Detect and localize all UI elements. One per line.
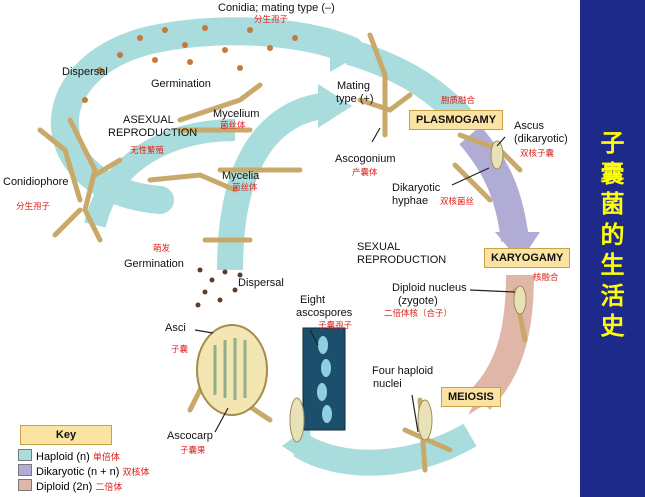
asexual-label-2: REPRODUCTION <box>108 127 198 139</box>
meiosis-box: MEIOSIS <box>441 387 501 407</box>
asexual-label-1: ASEXUAL <box>123 114 174 126</box>
mating-type-label-1: Mating <box>337 80 371 92</box>
mycelium-cn-label: 菌丝体 <box>220 121 246 131</box>
diploid-swatch <box>18 479 32 491</box>
asexual-loop-arrow <box>51 17 364 214</box>
ascus-label-2: (dikaryotic) <box>514 133 568 145</box>
asci-cn-label: 子囊 <box>171 345 189 355</box>
diploid-nucleus-label-2: (zygote) <box>398 295 438 307</box>
micrograph-spores <box>317 336 332 423</box>
conidia-label: Conidia; mating type (–) <box>218 2 335 14</box>
diploid-nucleus-cn-label: 二倍体核（合子） <box>384 309 453 319</box>
ascus-eight-spores <box>289 397 305 443</box>
side-title: 子 囊 菌 的 生 活 史 <box>600 128 625 340</box>
ascogonium-label: Ascogonium <box>335 153 396 165</box>
four-haploid-label-2: nuclei <box>373 378 402 390</box>
sexual-label-2: REPRODUCTION <box>357 254 447 266</box>
karyogamy-cn-label: 核融合 <box>533 273 559 283</box>
mycelia-label: Mycelia <box>222 170 260 182</box>
diploid-nucleus-label-1: Diploid nucleus <box>392 282 467 294</box>
ascus-four-nuclei <box>417 399 433 441</box>
four-haploid-label-1: Four haploid <box>372 365 434 377</box>
ascocarp-cn-label: 子囊果 <box>180 446 206 456</box>
mating-type-label-2: type (+) <box>336 93 374 105</box>
plasmogamy-cn-label: 胞质融合 <box>441 96 476 106</box>
eight-ascospores-label-1: Eight <box>300 294 326 306</box>
ascus-cn-label: 双核子囊 <box>520 149 555 159</box>
key-legend: Key Haploid (n) 单倍体 Dikaryotic (n + n) 双… <box>12 425 208 495</box>
mycelia-cn-label: 菌丝体 <box>232 183 258 193</box>
dikaryotic-hyphae-cn-label: 双核菌丝 <box>440 197 475 207</box>
hyphae-strands <box>37 32 528 473</box>
key-item-cn: 二倍体 <box>95 482 123 492</box>
key-title: Key <box>20 425 112 445</box>
eight-ascospores-label-2: ascospores <box>296 307 353 319</box>
key-item-cn: 单倍体 <box>92 452 120 462</box>
side-title-bar: 子 囊 菌 的 生 活 史 <box>580 0 645 497</box>
key-item-dikaryotic: Dikaryotic (n + n) 双核体 <box>18 464 150 478</box>
ascus-diploid <box>513 285 527 315</box>
dispersal-top-label: Dispersal <box>62 66 108 78</box>
ascus-label-1: Ascus <box>514 120 544 132</box>
key-item-cn: 双核体 <box>122 467 150 477</box>
conidia-spores <box>82 25 298 103</box>
ascocarp-label: Ascocarp <box>167 430 213 442</box>
key-item-label: Diploid (2n) <box>36 481 93 493</box>
asci-label: Asci <box>165 322 186 334</box>
dikaryotic-arrow <box>459 125 529 242</box>
inner-loop-arrowhead <box>318 84 352 128</box>
asexual-cn-label: 无性繁殖 <box>130 146 165 156</box>
key-item-label: Haploid (n) <box>36 451 90 463</box>
conidiophore-cn-label: 分生孢子 <box>16 202 51 212</box>
life-cycle-diagram: Conidia; mating type (–) 分生孢子 Dispersal … <box>3 2 571 495</box>
dikaryotic-arrowhead <box>495 232 540 262</box>
dikaryotic-hyphae-label-1: Dikaryotic <box>392 182 441 194</box>
ascospore-dots <box>195 267 243 308</box>
inner-loop-arrow <box>217 92 332 271</box>
bottom-return-arrowhead <box>282 425 312 466</box>
conidia-cn-label: 分生孢子 <box>254 15 289 25</box>
ascogonium-cn-label: 产囊体 <box>352 168 378 178</box>
bottom-return-arrow <box>293 423 477 476</box>
eight-ascospores-cn-label: 子囊孢子 <box>318 321 353 331</box>
key-item-diploid: Diploid (2n) 二倍体 <box>18 479 122 493</box>
dispersal-bottom-label: Dispersal <box>238 277 284 289</box>
plasmogamy-box: PLASMOGAMY <box>409 110 504 130</box>
mycelium-label: Mycelium <box>213 108 260 120</box>
dikaryotic-swatch <box>18 464 32 476</box>
pointer-lines <box>194 127 516 433</box>
germination-top-label: Germination <box>151 78 211 90</box>
germination-bottom-label: Germination <box>124 258 184 270</box>
asexual-loop-arrowhead <box>330 28 368 72</box>
sexual-label-1: SEXUAL <box>357 241 401 253</box>
key-item-label: Dikaryotic (n + n) <box>36 466 120 478</box>
key-item-haploid: Haploid (n) 单倍体 <box>18 449 120 463</box>
karyogamy-box: KARYOGAMY <box>484 248 571 268</box>
dikaryotic-hyphae-label-2: hyphae <box>392 195 429 207</box>
ascocarp-body <box>196 324 268 416</box>
germination-bottom-cn-label: 萌发 <box>153 244 171 254</box>
ascus-dikaryotic <box>490 140 504 170</box>
conidiophore-label: Conidiophore <box>3 176 69 188</box>
haploid-swatch <box>18 449 32 461</box>
